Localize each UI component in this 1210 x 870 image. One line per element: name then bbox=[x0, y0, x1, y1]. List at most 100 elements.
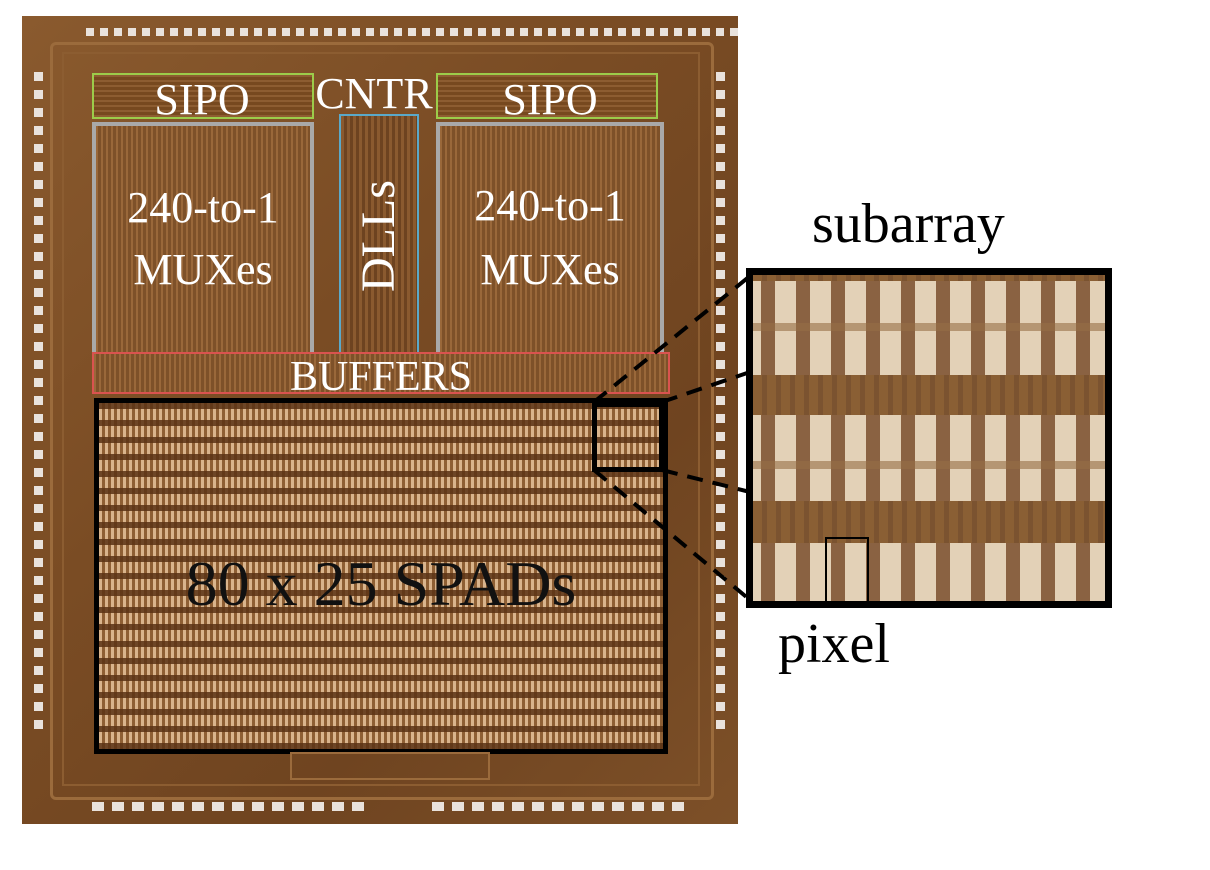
bond-pad bbox=[198, 28, 206, 36]
bond-pad bbox=[716, 414, 725, 423]
bond-pad bbox=[212, 802, 224, 811]
bond-pad bbox=[478, 28, 486, 36]
mux-left-label-line1: 240-to-1 bbox=[127, 183, 279, 232]
bond-pad bbox=[34, 450, 43, 459]
bond-pad bbox=[716, 180, 725, 189]
bond-pad bbox=[436, 28, 444, 36]
bond-pad bbox=[576, 28, 584, 36]
mux-left-block bbox=[92, 122, 314, 360]
bond-pad bbox=[338, 28, 346, 36]
buffers-block bbox=[92, 352, 670, 394]
spad-array bbox=[94, 398, 668, 754]
chip-die-photo: SIPO CNTR SIPO 240-to-1 MUXes DLLs 240-t… bbox=[22, 16, 738, 824]
bond-pad bbox=[716, 594, 725, 603]
bond-pad bbox=[646, 28, 654, 36]
sipo-left-label: SIPO bbox=[154, 75, 250, 124]
bond-pad bbox=[520, 28, 528, 36]
bond-pad bbox=[380, 28, 388, 36]
cntr-label: CNTR bbox=[315, 69, 433, 118]
mux-right-label-line2: MUXes bbox=[480, 245, 620, 294]
bond-pad bbox=[716, 486, 725, 495]
zoom-line-bottom bbox=[592, 468, 752, 602]
subarray-marker bbox=[592, 402, 664, 472]
bond-pad bbox=[324, 28, 332, 36]
dll-block bbox=[339, 114, 419, 358]
bond-pad bbox=[432, 802, 444, 811]
bond-pad bbox=[612, 802, 624, 811]
zoom-line-mid-bottom bbox=[661, 468, 751, 494]
bond-pad bbox=[296, 28, 304, 36]
bond-pad bbox=[716, 144, 725, 153]
bond-pad bbox=[716, 612, 725, 621]
bond-pad bbox=[232, 802, 244, 811]
bond-pad bbox=[34, 432, 43, 441]
bond-pad bbox=[128, 28, 136, 36]
bond-pad bbox=[34, 108, 43, 117]
bond-pad bbox=[652, 802, 664, 811]
bond-pad bbox=[716, 306, 725, 315]
bond-pad bbox=[674, 28, 682, 36]
bond-pad bbox=[716, 216, 725, 225]
bond-pad bbox=[366, 28, 374, 36]
bond-pad bbox=[604, 28, 612, 36]
bond-pad bbox=[34, 522, 43, 531]
bond-pad bbox=[716, 648, 725, 657]
bond-pad bbox=[716, 288, 725, 297]
bond-pad bbox=[716, 558, 725, 567]
bond-pad bbox=[240, 28, 248, 36]
bond-pad bbox=[716, 108, 725, 117]
bond-pad bbox=[672, 802, 684, 811]
bond-pad bbox=[552, 802, 564, 811]
bond-pad bbox=[34, 594, 43, 603]
bond-pad bbox=[592, 802, 604, 811]
bond-pad bbox=[450, 28, 458, 36]
bond-pad bbox=[506, 28, 514, 36]
bond-pad bbox=[352, 28, 360, 36]
bond-pad bbox=[590, 28, 598, 36]
bond-pad bbox=[34, 252, 43, 261]
zoom-band bbox=[753, 501, 1105, 543]
bond-pad bbox=[716, 396, 725, 405]
bond-pad bbox=[512, 802, 524, 811]
sipo-left-block bbox=[92, 73, 314, 119]
bond-pad bbox=[34, 270, 43, 279]
bond-pads-right bbox=[716, 72, 725, 729]
zoom-line-top bbox=[592, 274, 752, 404]
bond-pad bbox=[34, 720, 43, 729]
bond-pads-top bbox=[86, 28, 738, 36]
bond-pad bbox=[192, 802, 204, 811]
bond-pad bbox=[716, 162, 725, 171]
bond-pad bbox=[114, 28, 122, 36]
bond-pad bbox=[252, 802, 264, 811]
bond-pad bbox=[34, 612, 43, 621]
bond-pad bbox=[34, 468, 43, 477]
bond-pad bbox=[254, 28, 262, 36]
bond-pad bbox=[34, 126, 43, 135]
bond-pad bbox=[716, 540, 725, 549]
bond-pad bbox=[716, 576, 725, 585]
bond-pad bbox=[688, 28, 696, 36]
bond-pad bbox=[472, 802, 484, 811]
pixel-marker bbox=[825, 537, 869, 601]
bond-pad bbox=[86, 28, 94, 36]
bond-pad bbox=[716, 684, 725, 693]
bond-pad bbox=[716, 702, 725, 711]
bond-pad bbox=[352, 802, 364, 811]
bond-pad bbox=[112, 802, 124, 811]
zoom-row-gap bbox=[753, 461, 1105, 469]
mux-right-label-line1: 240-to-1 bbox=[474, 181, 626, 230]
bond-pad bbox=[310, 28, 318, 36]
bond-pad bbox=[572, 802, 584, 811]
bond-pad bbox=[464, 28, 472, 36]
bond-pad bbox=[716, 270, 725, 279]
bond-pad bbox=[716, 72, 725, 81]
zoom-band bbox=[753, 275, 1105, 281]
bond-pad bbox=[34, 540, 43, 549]
bond-pad bbox=[34, 72, 43, 81]
bond-pad bbox=[632, 802, 644, 811]
bond-pad bbox=[34, 162, 43, 171]
bond-pad bbox=[716, 324, 725, 333]
bond-pad bbox=[212, 28, 220, 36]
bond-pad bbox=[716, 522, 725, 531]
